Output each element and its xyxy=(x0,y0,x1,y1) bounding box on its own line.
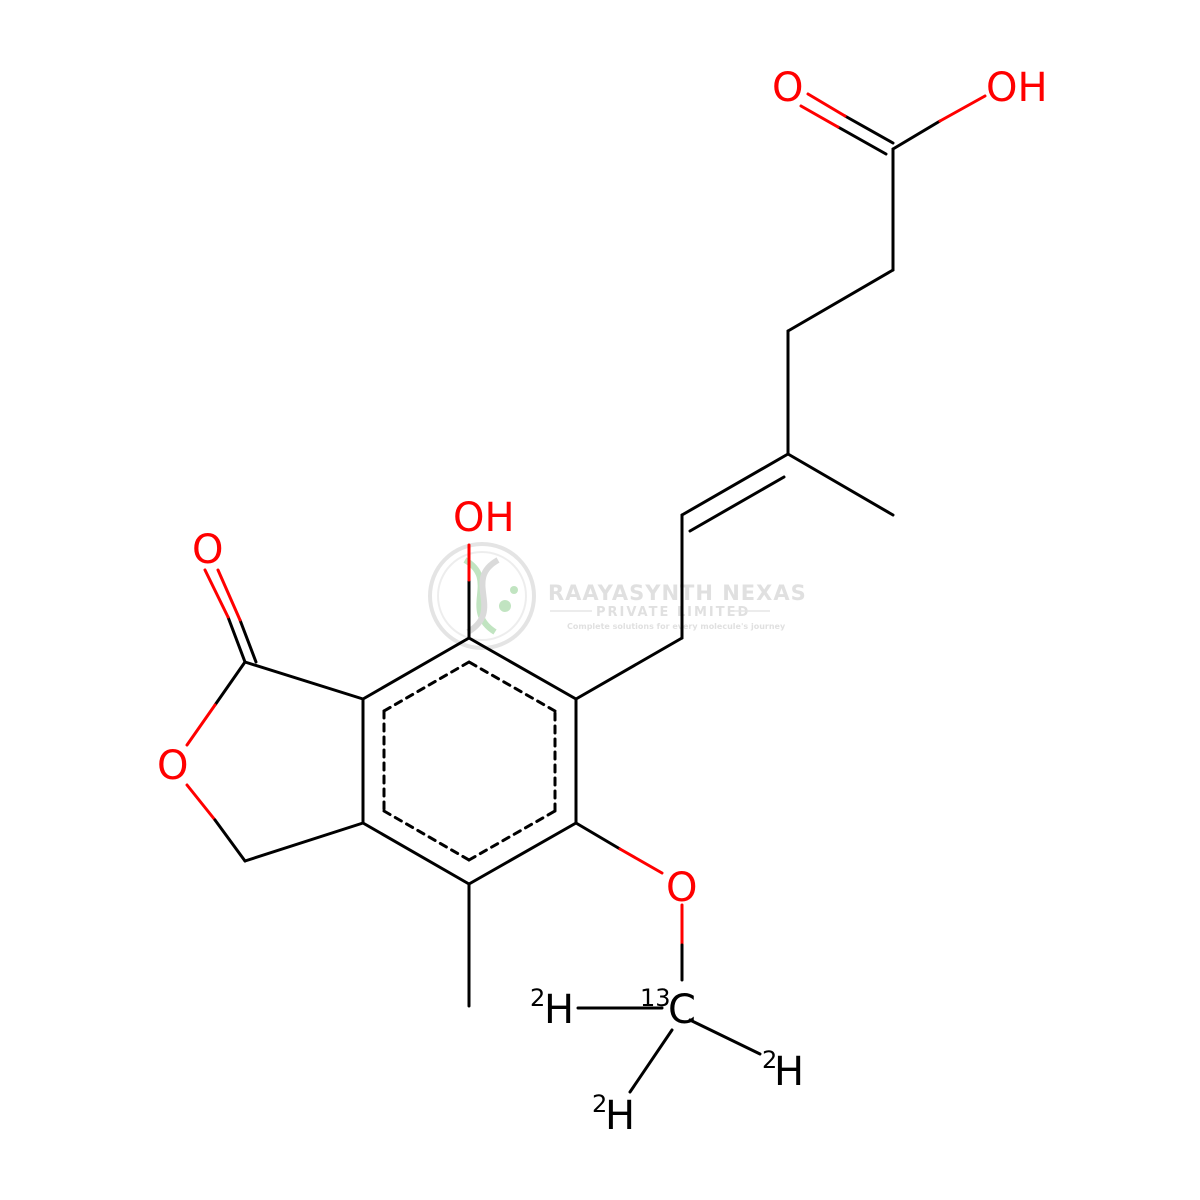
bond-lactone-o-ch2 xyxy=(213,818,247,863)
bond-chain-2 xyxy=(786,268,895,333)
bond-ring-5 xyxy=(467,821,578,886)
bond-c13-d-right xyxy=(688,1018,762,1056)
bond-lactone-c-o xyxy=(213,660,247,707)
bond-lactone-ch2-ring xyxy=(243,821,365,863)
bond-c-o-double-2 xyxy=(836,125,888,156)
bond-c-o-double-2-red xyxy=(799,104,840,129)
watermark-company: RAAYASYNTH NEXAS xyxy=(548,581,807,605)
bond-c13-d-bottom xyxy=(628,1028,674,1094)
bond-lactone-carbonyl-2 xyxy=(238,618,258,664)
bond-c-o-double-1 xyxy=(843,114,895,145)
bonds xyxy=(185,92,987,1094)
bond-lactone-carbonyl-2-red xyxy=(216,568,242,622)
watermark-subtitle: PRIVATE LIMITED xyxy=(596,605,750,620)
atom-labels: O OH OH O O O 13 C 2 H 2 H 2 H xyxy=(157,65,1048,1139)
bond-ring-1 xyxy=(467,636,578,701)
bond-aryl-o xyxy=(574,821,622,851)
watermark-tagline: Complete solutions for every molecule's … xyxy=(567,622,786,631)
bond-ring-4 xyxy=(361,821,471,886)
acid-carbonyl-oxygen: O xyxy=(772,65,803,111)
lactone-carbonyl-oxygen: O xyxy=(192,527,223,573)
c13-mass-number: 13 xyxy=(640,984,671,1012)
d-bottom-mass-number: 2 xyxy=(592,1090,607,1118)
d-right-mass-number: 2 xyxy=(762,1046,777,1074)
bond-lactone-c-o-red xyxy=(185,703,217,747)
bond-lactone-carbonyl-1 xyxy=(226,615,247,664)
bond-lactone-c-ring xyxy=(243,660,365,701)
bond-aryl-o-red xyxy=(618,847,664,875)
bond-chain-5 xyxy=(574,636,684,701)
aromatic-inner-ring xyxy=(382,660,557,862)
bond-methyl-alkene xyxy=(786,452,895,517)
bond-c-oh-red xyxy=(938,94,987,123)
watermark: RAAYASYNTH NEXAS PRIVATE LIMITED Complet… xyxy=(428,542,807,650)
d-left-mass-number: 2 xyxy=(530,984,545,1012)
carbon-13-atom: C xyxy=(668,987,696,1033)
bond-ring-2 xyxy=(361,636,471,701)
dna-helix-logo-icon xyxy=(428,542,536,650)
bond-c-oh xyxy=(891,119,942,151)
deuterium-right: H xyxy=(774,1049,804,1095)
acid-hydroxyl: OH xyxy=(986,65,1048,111)
bond-alkene-2 xyxy=(688,475,786,533)
deuterium-left: H xyxy=(544,987,574,1033)
methoxy-oxygen: O xyxy=(666,865,697,911)
phenol-hydroxyl: OH xyxy=(453,495,515,541)
lactone-ring-oxygen: O xyxy=(157,743,188,789)
bond-lactone-o-ch2-red xyxy=(185,783,217,822)
bond-alkene-1 xyxy=(680,452,790,517)
bond-lactone-carbonyl-1-red xyxy=(203,568,230,619)
bond-c-o-double-1-red xyxy=(806,92,847,118)
deuterium-bottom: H xyxy=(605,1093,635,1139)
